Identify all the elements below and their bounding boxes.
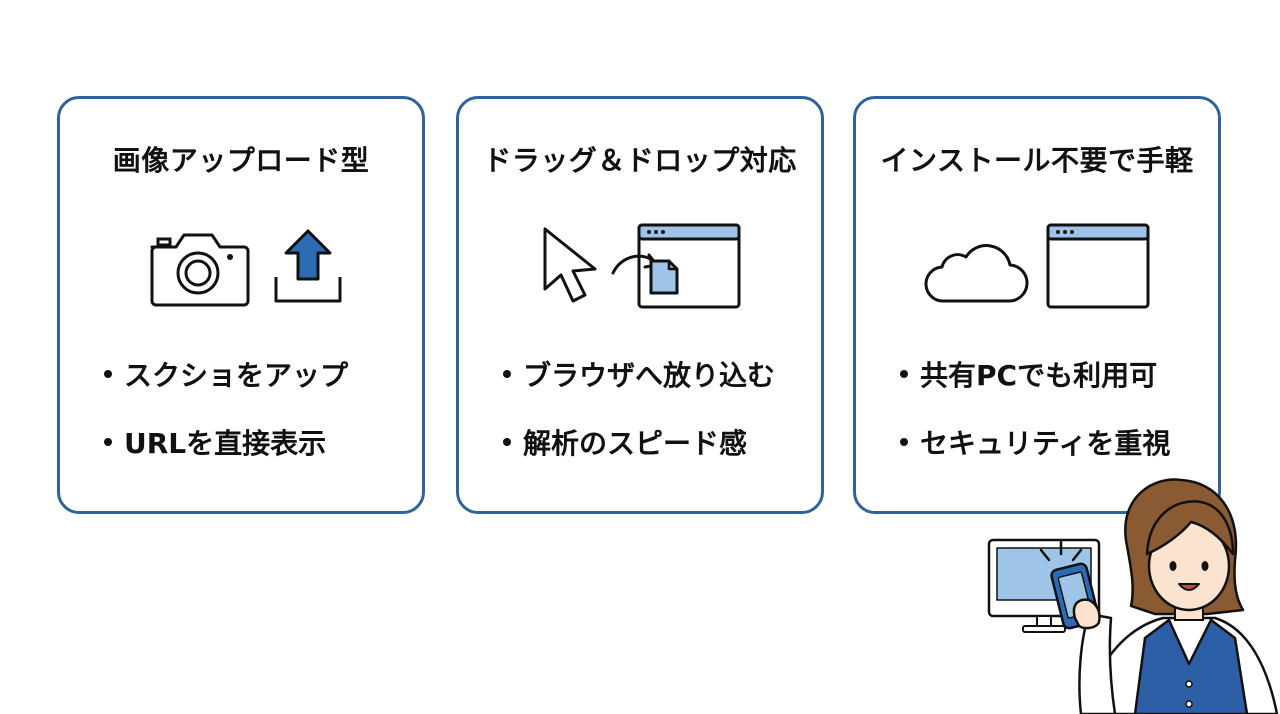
bullet-dot — [503, 438, 511, 446]
bullet-dot — [503, 370, 511, 378]
drag-drop-window-icon — [611, 223, 741, 309]
bullet-item: スクショをアップ — [104, 351, 348, 419]
bullet-list: 共有PCでも利用可 セキュリティを重視 — [900, 351, 1170, 487]
bullet-item: 解析のスピード感 — [503, 419, 775, 487]
feature-card-drag-drop: ドラッグ＆ドロップ対応 ブラウザへ放り込む 解析のスピード感 — [456, 96, 824, 514]
bullet-dot — [900, 438, 908, 446]
bullet-list: ブラウザへ放り込む 解析のスピード感 — [503, 351, 775, 487]
cloud-icon — [924, 244, 1029, 303]
bullet-text: ブラウザへ放り込む — [523, 359, 776, 392]
browser-window-icon — [1046, 223, 1150, 309]
bullet-dot — [104, 438, 112, 446]
feature-card-image-upload: 画像アップロード型 スクショをアップ URLを直接表示 — [57, 96, 425, 514]
card-title: インストール不要で手軽 — [880, 144, 1194, 177]
bullet-item: 共有PCでも利用可 — [900, 351, 1170, 419]
card-icons — [856, 217, 1218, 317]
bullet-item: URLを直接表示 — [104, 419, 348, 487]
upload-icon — [274, 229, 342, 303]
camera-icon — [150, 233, 250, 307]
bullet-list: スクショをアップ URLを直接表示 — [104, 351, 348, 487]
card-icons — [60, 217, 422, 317]
bullet-dot — [900, 370, 908, 378]
bullet-text: スクショをアップ — [124, 359, 349, 392]
woman-with-phone-and-monitor-illustration — [987, 478, 1279, 714]
feature-card-no-install: インストール不要で手軽 共有PCでも利用可 セキュリティを重視 — [853, 96, 1221, 514]
bullet-text: URLを直接表示 — [124, 427, 327, 460]
bullet-text: 解析のスピード感 — [523, 427, 748, 460]
bullet-item: セキュリティを重視 — [900, 419, 1170, 487]
card-title: 画像アップロード型 — [112, 144, 370, 177]
cursor-icon — [543, 227, 597, 303]
bullet-text: 共有PCでも利用可 — [920, 359, 1158, 392]
bullet-dot — [104, 370, 112, 378]
card-title: ドラッグ＆ドロップ対応 — [483, 144, 797, 177]
card-icons — [459, 217, 821, 317]
bullet-text: セキュリティを重視 — [920, 427, 1171, 460]
bullet-item: ブラウザへ放り込む — [503, 351, 775, 419]
